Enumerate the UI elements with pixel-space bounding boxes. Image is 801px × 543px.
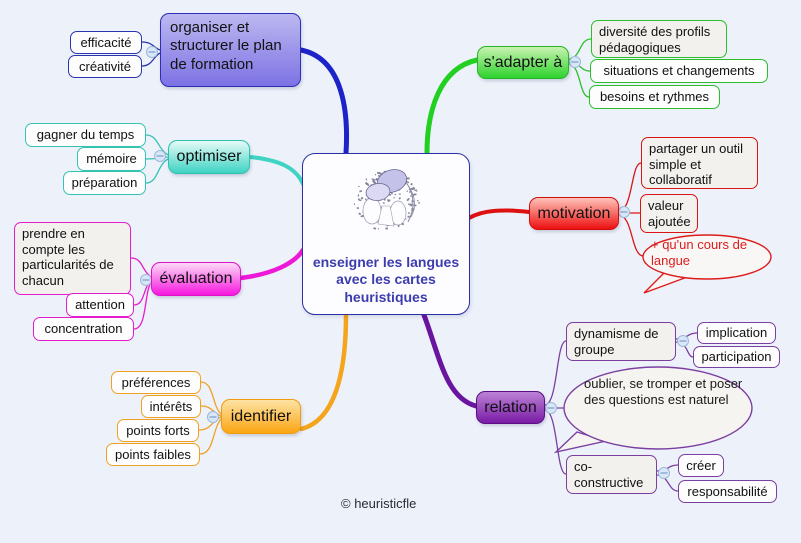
collapse-icon[interactable] [154, 150, 166, 162]
subtopic-partager-outil[interactable]: partager un outil simple et collaboratif [641, 137, 758, 189]
connectors-evaluation [130, 257, 152, 330]
topic-evaluation[interactable]: évaluation [151, 262, 241, 296]
subtopic-concentration[interactable]: concentration [33, 317, 134, 341]
subtopic-dynamisme-de-groupe[interactable]: dynamisme de groupe [566, 322, 676, 361]
subtopic-efficacite[interactable]: efficacité [70, 31, 142, 54]
connectors-s-adapter [568, 38, 592, 98]
subtopic-co-constructive[interactable]: co-constructive [566, 455, 657, 494]
collapse-icon[interactable] [618, 206, 630, 218]
subtopic-points-faibles[interactable]: points faibles [106, 443, 200, 466]
callout-plus-quun-cours-de-langue[interactable]: + qu'un cours de langue [651, 237, 748, 269]
subtopic-situations-changements[interactable]: situations et changements [590, 59, 768, 83]
callout-oublier-se-tromper[interactable]: oublier, se tromper et poser des questio… [584, 376, 743, 408]
subtopic-besoins-rythmes[interactable]: besoins et rythmes [589, 85, 720, 109]
branch-curve-evaluation [238, 247, 306, 281]
topic-s-adapter[interactable]: s'adapter à [477, 46, 569, 79]
subtopic-implication[interactable]: implication [697, 322, 776, 344]
subtopic-valeur-ajoutee[interactable]: valeur ajoutée [640, 194, 698, 233]
branch-curve-motivation [467, 208, 531, 220]
branch-curve-relation [421, 312, 479, 409]
collapse-icon[interactable] [140, 274, 152, 286]
collapse-icon[interactable] [677, 335, 689, 347]
connectors-identifier [198, 381, 222, 455]
central-topic[interactable]: enseigner les langues avec les cartes he… [302, 153, 470, 315]
collapse-icons [140, 46, 689, 479]
subtopic-creativite[interactable]: créativité [68, 55, 142, 78]
subtopic-points-forts[interactable]: points forts [117, 419, 199, 442]
topic-organiser[interactable]: organiser et structurer le plan de forma… [160, 13, 301, 87]
branch-curve-optimiser [248, 155, 305, 186]
subtopic-diversite-profils[interactable]: diversité des profils pédagogiques [591, 20, 727, 58]
subtopic-preparation[interactable]: préparation [63, 171, 146, 195]
subtopic-gagner-du-temps[interactable]: gagner du temps [25, 123, 146, 147]
central-topic-title: enseigner les langues avec les cartes he… [312, 253, 460, 305]
callout-bubble-purple [553, 366, 753, 454]
subtopic-participation[interactable]: participation [693, 346, 780, 368]
copyright-text: © heuristicfle [341, 496, 417, 511]
collapse-icon[interactable] [545, 402, 557, 414]
subtopic-creer[interactable]: créer [678, 454, 724, 477]
connectors-organiser [141, 41, 161, 67]
collapse-icon[interactable] [658, 467, 670, 479]
subtopic-attention[interactable]: attention [66, 293, 134, 317]
collapse-icon[interactable] [146, 46, 158, 58]
subtopic-preferences[interactable]: préférences [111, 371, 201, 394]
topic-motivation[interactable]: motivation [529, 197, 619, 230]
brain-image [353, 169, 420, 230]
subtopic-responsabilite[interactable]: responsabilité [678, 480, 777, 503]
collapse-icon[interactable] [207, 411, 219, 423]
topic-identifier[interactable]: identifier [221, 399, 301, 434]
branch-curve-s-adapter [424, 57, 480, 156]
subtopic-interets[interactable]: intérêts [141, 395, 201, 418]
collapse-icon[interactable] [569, 56, 581, 68]
topic-optimiser[interactable]: optimiser [168, 140, 250, 174]
callout-bubble-red [642, 234, 772, 294]
subtopic-memoire[interactable]: mémoire [77, 147, 146, 171]
topic-relation[interactable]: relation [476, 391, 545, 424]
subtopic-prendre-en-compte[interactable]: prendre en compte les particularités de … [14, 222, 131, 295]
branch-curve-identifier [298, 312, 349, 432]
branch-curve-organiser [298, 47, 349, 156]
